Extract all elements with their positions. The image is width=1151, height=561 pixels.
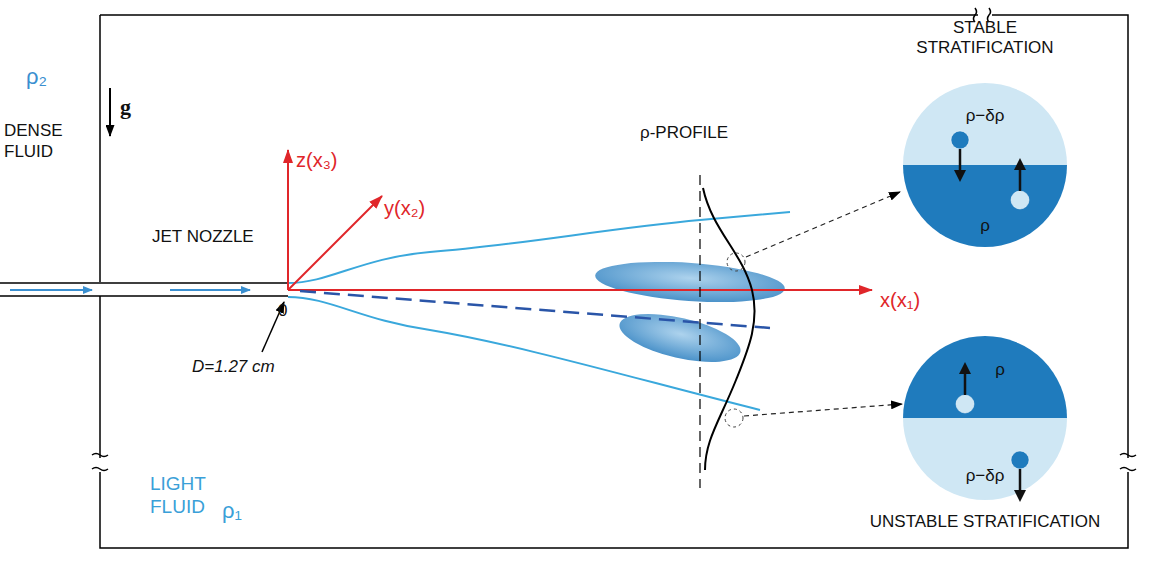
figure-label: x(x₁) <box>880 288 920 312</box>
circle-heading: UNSTABLE STRATIFICATION <box>870 512 1100 532</box>
figure-label: ρ₂ <box>26 64 47 90</box>
figure-label: ρ₁ <box>222 498 242 524</box>
circle-heading: STABLE STRATIFICATION <box>890 18 1080 58</box>
density-label: ρ−δρ <box>966 466 1005 486</box>
stratification-circle: STABLE STRATIFICATION ρ−δρ ρ <box>860 18 1110 253</box>
figure-label: D=1.27 cm <box>192 356 275 377</box>
density-label: ρ <box>980 216 990 236</box>
figure-label: ρ-PROFILE <box>640 122 728 143</box>
figure-label: DENSE FLUID <box>4 120 84 162</box>
figure-label: y(x₂) <box>384 196 425 220</box>
stratification-circle: ρ ρ−δρUNSTABLE STRATIFICATION <box>860 332 1110 547</box>
density-label: ρ−δρ <box>966 106 1005 126</box>
figure-label: LIGHT FLUID <box>150 472 220 518</box>
figure-label: z(x₃) <box>296 148 337 172</box>
figure-label: g <box>120 94 131 120</box>
figure-label: 0 <box>278 300 287 321</box>
figure-label: JET NOZZLE <box>152 226 254 247</box>
density-label: ρ <box>995 360 1005 380</box>
